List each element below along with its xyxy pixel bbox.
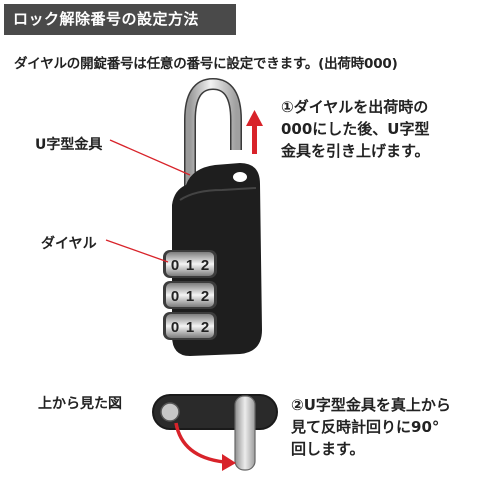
dial-digit: 0 [171, 288, 179, 305]
dial-digit: 0 [171, 319, 179, 336]
shackle [184, 77, 242, 196]
dial-wheels: 0 1 2 0 1 2 0 1 2 [163, 250, 217, 340]
dial-label: ダイヤル [41, 236, 97, 252]
dial-digit: 2 [201, 319, 209, 336]
intro-text: ダイヤルの開錠番号は任意の番号に設定できます。(出荷時000) [14, 56, 398, 72]
dial-leader-line [105, 239, 169, 263]
dial-digit: 1 [186, 257, 194, 274]
dial-digit: 0 [171, 257, 179, 274]
top-view-label: 上から見た図 [38, 396, 122, 412]
rotation-arrow-icon [174, 422, 236, 471]
top-view-diagram [152, 394, 278, 471]
up-arrow-icon [246, 110, 263, 154]
dial-digit: 2 [201, 257, 209, 274]
step-2-text: ②U字型金具を真上から 見て反時計回りに90° 回します。 [291, 396, 451, 458]
dial-digit: 1 [186, 288, 194, 305]
keyhole-icon [233, 172, 247, 182]
shackle-leader-line [109, 139, 191, 176]
shackle-label: U字型金具 [35, 137, 103, 153]
dial-digit: 1 [186, 319, 194, 336]
page-title: ロック解除番号の設定方法 [4, 4, 236, 35]
dial-digit: 2 [201, 288, 209, 305]
step-1-text: ①ダイヤルを出荷時の 000にした後、U字型 金具を引き上げます。 [281, 98, 430, 160]
